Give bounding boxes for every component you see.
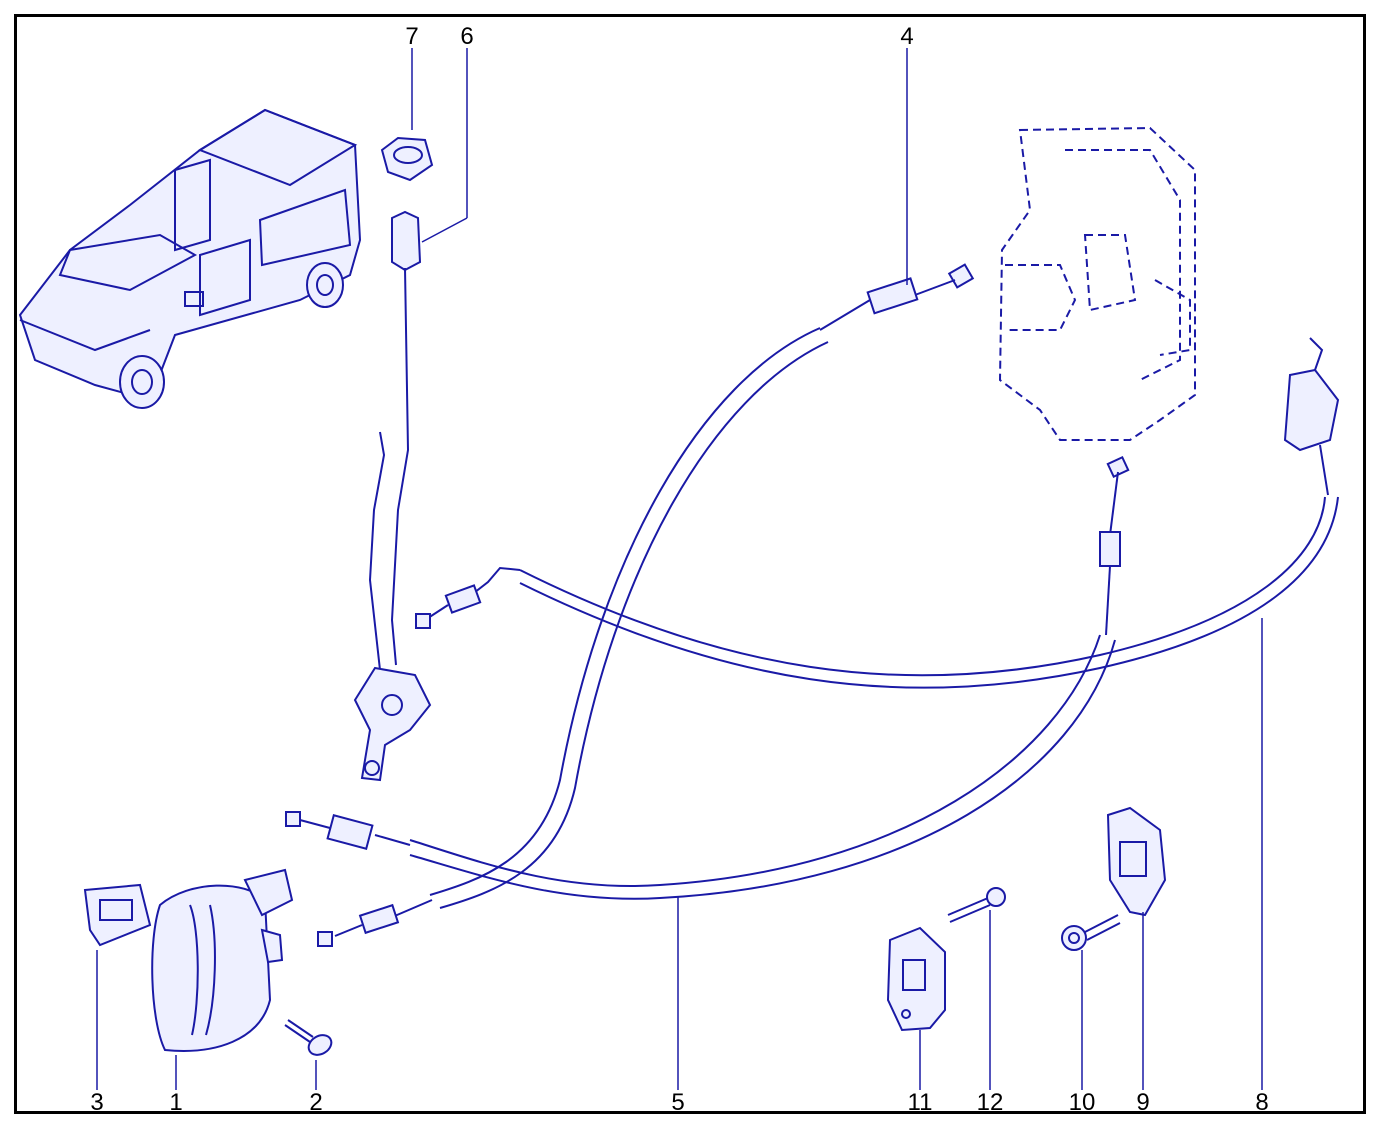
- callout-6: 6: [460, 23, 473, 50]
- part-5-cable: [285, 455, 1130, 900]
- door-lock-dashed: [998, 126, 1196, 441]
- part-1-handle: [151, 868, 294, 1052]
- part-8-cable: [415, 337, 1340, 689]
- part-10-screw: [1061, 914, 1121, 951]
- callout-2: 2: [309, 1089, 322, 1116]
- callout-8: 8: [1255, 1089, 1268, 1116]
- callout-numbers: 7 6 4 3 1 2 5 11 12 10 9 8: [90, 23, 1268, 1116]
- part-11-plate: [886, 926, 946, 1032]
- callout-11: 11: [908, 1089, 933, 1116]
- callout-12: 12: [977, 1089, 1004, 1116]
- callout-3: 3: [90, 1089, 103, 1116]
- callout-1: 1: [169, 1089, 182, 1116]
- part-7-cap: [380, 136, 434, 182]
- part-6-rod: [353, 210, 432, 782]
- part-2-screw: [284, 1019, 333, 1056]
- part-3-bracket: [83, 883, 152, 947]
- callout-9: 9: [1136, 1089, 1149, 1116]
- vehicle-illustration: [18, 108, 362, 409]
- callout-10: 10: [1069, 1089, 1096, 1116]
- callout-7: 7: [405, 23, 418, 50]
- part-9-plate: [1106, 806, 1167, 917]
- callout-5: 5: [671, 1089, 684, 1116]
- leader-lines: [96, 48, 1263, 1090]
- part-12-screw: [947, 887, 1006, 923]
- part-4-cable: [317, 263, 975, 947]
- callout-4: 4: [900, 23, 913, 50]
